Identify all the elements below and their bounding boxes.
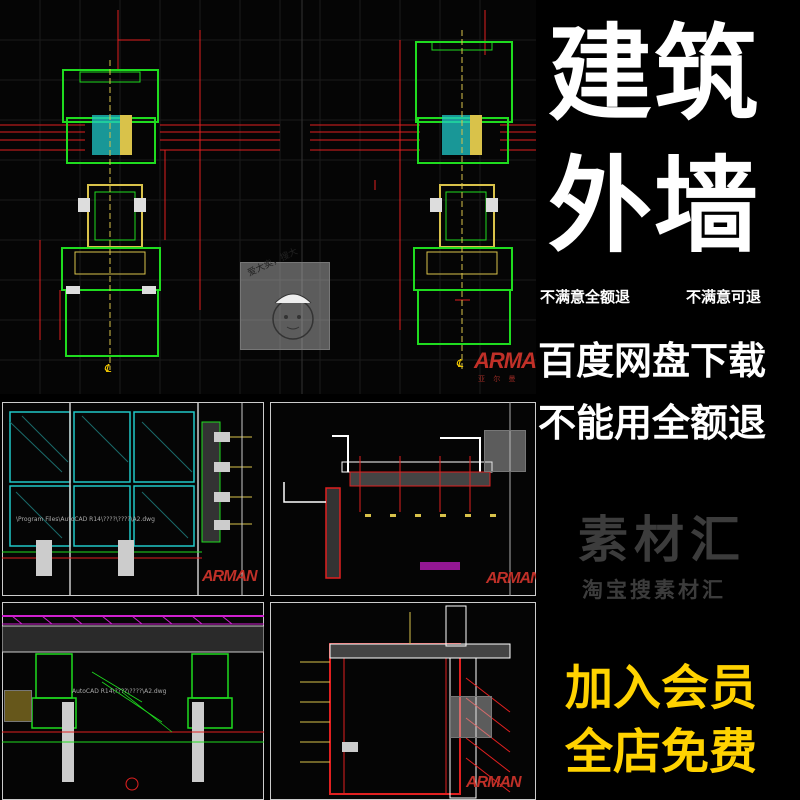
refund-notice: 不能用全额退 (538, 401, 767, 445)
mullion-detail-left (0, 10, 280, 370)
guarantee-right: 不满意可退 (686, 288, 762, 306)
promo-line-2: 全店免费 (565, 724, 758, 780)
armand-watermark: ARMAN (474, 348, 536, 373)
headline-line-1: 建筑 (548, 13, 761, 135)
armand-watermark-3: ARMAN (486, 570, 536, 587)
armand-watermark-2: ARMAN (202, 568, 258, 585)
cad-main-svg (0, 0, 536, 394)
facade-section-svg (2, 402, 264, 596)
mullion-detail-right (310, 10, 536, 370)
cad-drawing-insulation-section: AutoCAD R14\????\????\A2.dwg (2, 602, 264, 800)
centerline-mark-right: ℄ (456, 357, 464, 370)
cad-drawing-main: ℄ ℄ 爱大卖，搜大 ARMAN 亚 尔 曼 (0, 0, 536, 394)
cad-drawing-facade-section: \Program Files\AutoCAD R14\????\????\A2.… (2, 402, 264, 596)
headline-line-2: 外墙 (548, 145, 761, 267)
parapet-detail-svg (270, 602, 536, 800)
guarantee-left: 不满意全额退 (540, 288, 631, 306)
cad-drawing-parapet-detail: ARMAN (270, 602, 536, 800)
store-logo-main: 素材汇 (578, 511, 746, 569)
file-path-text-2: AutoCAD R14\????\????\A2.dwg (72, 688, 167, 695)
watermark-stamp-4 (450, 696, 492, 738)
cad-drawing-sill-detail: ARMAN (270, 402, 536, 596)
watermark-stamp-2 (484, 430, 526, 472)
centerline-mark-left: ℄ (104, 362, 112, 375)
avatar-icon (272, 293, 314, 340)
download-notice: 百度网盘下载 (538, 339, 767, 383)
promo-line-1: 加入会员 (565, 660, 758, 716)
store-logo: 素材汇 淘宝搜素材汇 (560, 500, 780, 610)
store-logo-sub: 淘宝搜素材汇 (582, 578, 726, 602)
armand-watermark-sub: 亚 尔 曼 (478, 375, 519, 383)
watermark-stamp-3 (4, 690, 32, 722)
armand-watermark-4: ARMAN (466, 774, 522, 791)
file-path-text: \Program Files\AutoCAD R14\????\????\A2.… (16, 516, 155, 523)
insulation-section-svg (2, 602, 264, 800)
watermark-stamp: 爱大卖，搜大 (240, 247, 330, 350)
sill-detail-svg (270, 402, 536, 596)
